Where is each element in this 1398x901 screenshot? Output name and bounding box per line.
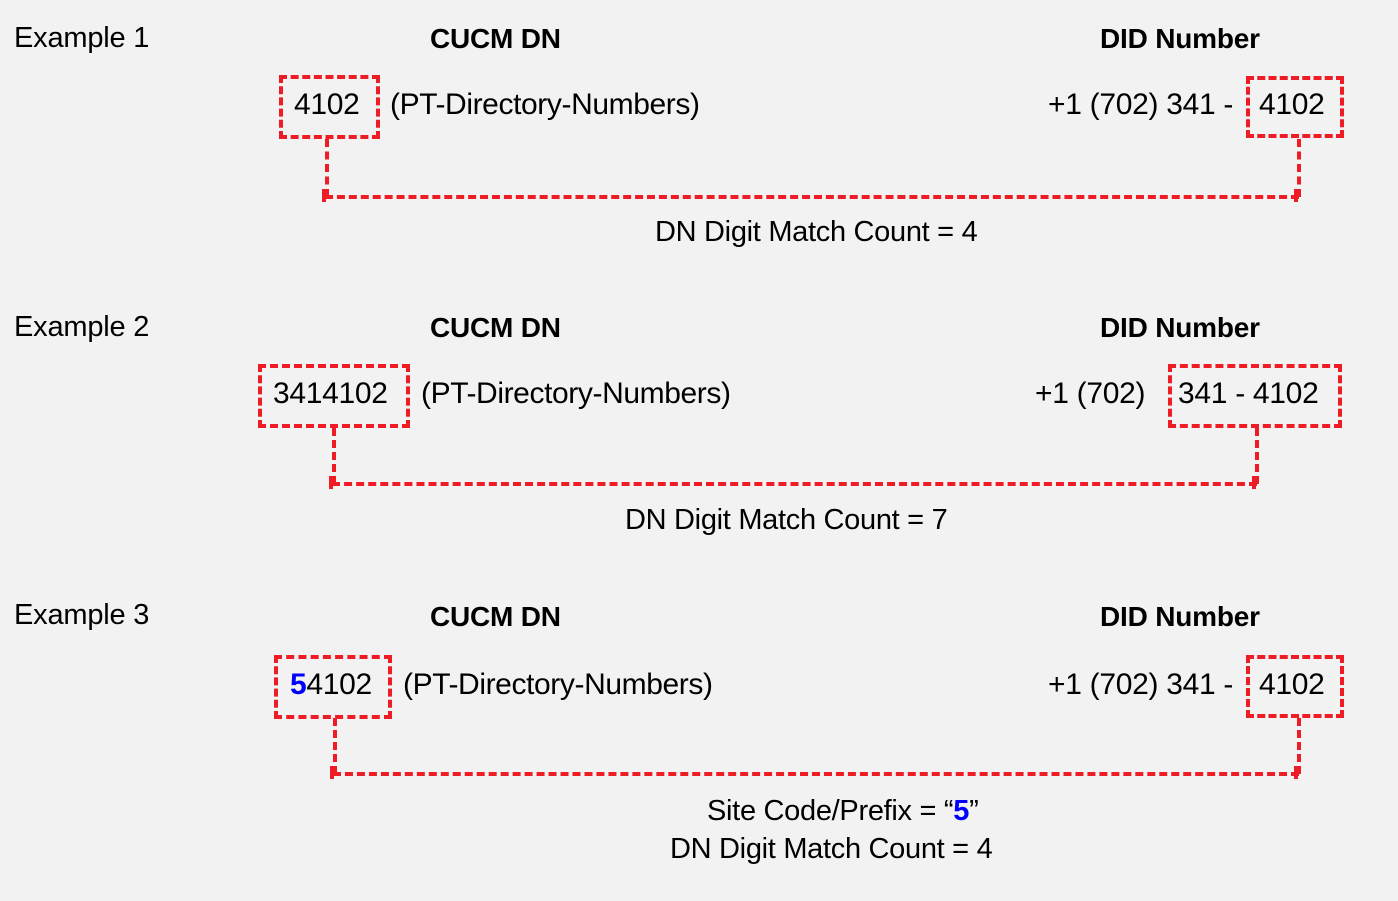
example-3-left-bracket-cap [330, 766, 334, 779]
example-1-did-number-header: DID Number [1100, 23, 1260, 54]
example-1-cucm-dn-partition: (PT-Directory-Numbers) [390, 88, 700, 121]
example-3-label: Example 3 [14, 599, 150, 631]
example-2-cucm-dn-value: 3414102 [273, 377, 388, 410]
example-2-cucm-dn-highlight-box [258, 364, 410, 428]
example-2-cucm-dn-header: CUCM DN [430, 312, 561, 343]
example-3-cucm-dn-highlight-box [274, 655, 392, 719]
example-3-site-code-digit: 5 [290, 668, 307, 701]
example-3-match-bracket [333, 772, 1299, 776]
example-3-cucm-dn-partition: (PT-Directory-Numbers) [403, 668, 713, 701]
example-1-left-bracket-cap [322, 189, 326, 202]
example-2-cucm-dn-partition: (PT-Directory-Numbers) [421, 377, 731, 410]
example-3-right-connector [1297, 718, 1301, 774]
example-1-did-highlight-box [1246, 76, 1344, 138]
example-3-did-highlight-value: 4102 [1259, 668, 1325, 701]
example-2-right-connector [1255, 428, 1259, 484]
example-1-cucm-dn-value: 4102 [294, 88, 360, 121]
example-3-site-code-caption-value: 5 [953, 795, 970, 827]
example-2-label: Example 2 [14, 311, 150, 343]
example-1-cucm-dn-highlight-box [279, 75, 380, 139]
example-3-did-prefix: +1 (702) 341 - [1048, 668, 1234, 701]
example-2-match-count-caption: DN Digit Match Count = 7 [625, 504, 948, 536]
example-1-did-highlight-value: 4102 [1259, 88, 1325, 121]
example-2-did-highlight-box [1168, 364, 1342, 428]
example-3-right-bracket-cap [1294, 766, 1298, 779]
example-1-label: Example 1 [14, 22, 150, 54]
example-2-left-connector [332, 428, 336, 484]
example-2-did-highlight-value: 341 - 4102 [1178, 377, 1319, 410]
example-3-did-number-header: DID Number [1100, 601, 1260, 632]
example-2-did-prefix: +1 (702) [1035, 377, 1146, 410]
example-1-left-connector [325, 139, 329, 197]
example-3-did-highlight-box [1246, 655, 1344, 718]
example-2-match-bracket [332, 482, 1257, 486]
example-3-site-code-caption: Site Code/Prefix = “5” [707, 795, 979, 827]
example-2-right-bracket-cap [1252, 476, 1256, 489]
example-2-did-number-header: DID Number [1100, 312, 1260, 343]
example-2-left-bracket-cap [329, 476, 333, 489]
example-1-did-prefix: +1 (702) 341 - [1048, 88, 1234, 121]
example-1-match-bracket [325, 195, 1299, 199]
example-1-match-count-caption: DN Digit Match Count = 4 [655, 216, 978, 248]
example-3-site-code-caption-before: Site Code/Prefix = “ [707, 795, 954, 827]
example-3-match-count-caption: DN Digit Match Count = 4 [670, 833, 993, 865]
example-3-cucm-dn-value: 54102 [290, 670, 372, 700]
example-3-cucm-dn-header: CUCM DN [430, 601, 561, 632]
example-3-cucm-dn-value-rest: 4102 [306, 668, 372, 701]
example-3-site-code-caption-after: ” [969, 795, 979, 827]
example-3-left-connector [333, 718, 337, 774]
example-1-right-bracket-cap [1294, 189, 1298, 202]
example-1-cucm-dn-header: CUCM DN [430, 23, 561, 54]
example-1-right-connector [1297, 139, 1301, 197]
